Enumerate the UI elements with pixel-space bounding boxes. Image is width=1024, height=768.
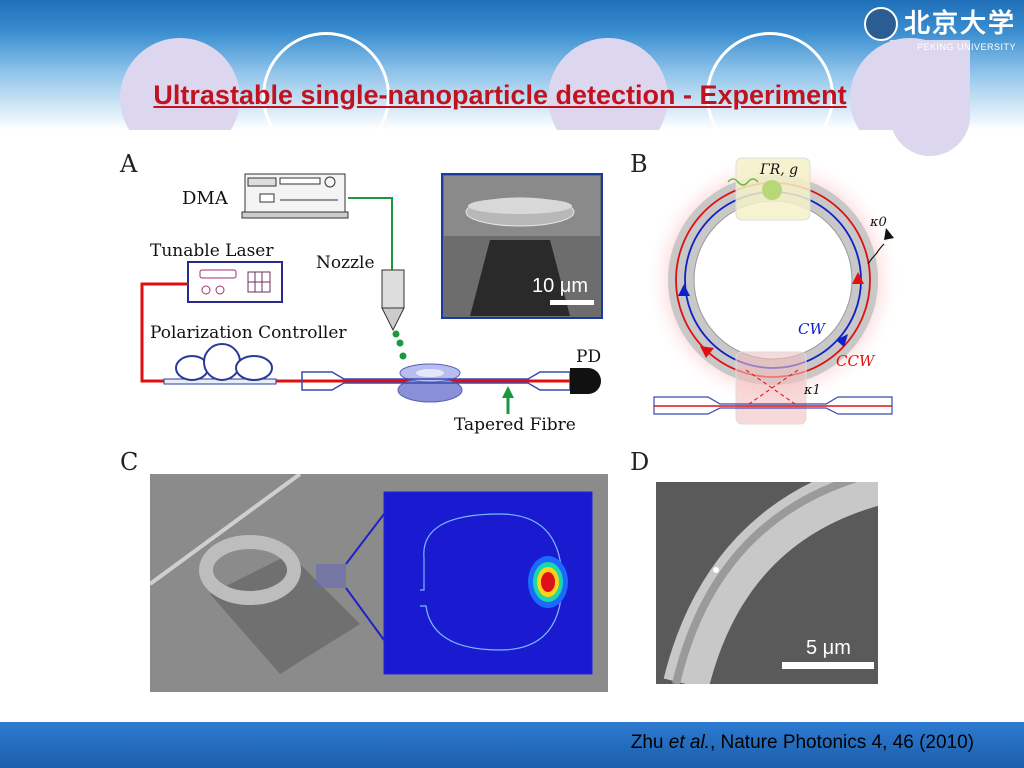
ccw-arrow-icon bbox=[852, 272, 864, 284]
citation-author: Zhu bbox=[630, 732, 664, 753]
slide-title: Ultrastable single-nanoparticle detectio… bbox=[153, 80, 847, 110]
ring-inner bbox=[693, 200, 853, 360]
d-scale-label: 5 μm bbox=[806, 637, 851, 659]
decor-circle bbox=[548, 38, 668, 130]
citation-etal: et al. bbox=[668, 732, 710, 753]
laser-red-path bbox=[140, 282, 570, 383]
loss-arrow-icon bbox=[884, 228, 894, 240]
tunable-laser-label: Tunable Laser bbox=[150, 241, 274, 261]
seal-icon bbox=[863, 7, 898, 41]
nanoparticle bbox=[762, 180, 782, 200]
panel-b-diagram: ΓR, g κ0 CW CCW κ1 bbox=[648, 152, 898, 425]
pd-label: PD bbox=[576, 347, 601, 367]
gamma-label: ΓR, g bbox=[759, 162, 798, 178]
coupling-region bbox=[735, 351, 807, 425]
ccw-label: CCW bbox=[836, 352, 876, 370]
cw-label: CW bbox=[798, 320, 826, 338]
panel-d-image: 5 μm bbox=[656, 482, 878, 684]
panel-b-label: B bbox=[630, 150, 648, 178]
photodetector-icon bbox=[570, 368, 601, 394]
loss-wave-icon bbox=[867, 243, 885, 265]
emission-wave-icon bbox=[727, 178, 759, 186]
dma-green-line bbox=[348, 197, 393, 270]
particle-dot bbox=[392, 330, 400, 338]
decor-circle-lower bbox=[890, 40, 970, 156]
cw-arrow-icon bbox=[836, 334, 848, 347]
kappa0-label: κ0 bbox=[869, 215, 887, 230]
tunable-laser-device bbox=[187, 261, 283, 303]
sem-scale-label: 10 μm bbox=[532, 275, 588, 297]
citation: Zhu et al., Nature Photonics 4, 46 (2010… bbox=[631, 732, 974, 754]
coupling-dash bbox=[745, 369, 799, 407]
university-logo: 北京大学 PEKING UNIVERSITY bbox=[863, 4, 1016, 52]
panel-c-label: C bbox=[120, 448, 139, 476]
panel-a-diagram: 10 μm DMA Tunable Laser Nozzle Polarizat… bbox=[140, 173, 603, 435]
logo-english: PEKING UNIVERSITY bbox=[916, 42, 1016, 52]
ccw-arrow-icon bbox=[700, 346, 714, 358]
polarization-controller-label: Polarization Controller bbox=[150, 323, 347, 343]
bus-waveguide bbox=[653, 396, 893, 415]
nozzle-label: Nozzle bbox=[316, 253, 375, 273]
toroid-resonator bbox=[397, 363, 463, 403]
dma-label: DMA bbox=[182, 188, 229, 209]
panel-d-label: D bbox=[630, 448, 650, 476]
polarization-controller-device bbox=[163, 343, 277, 385]
tapered-fibre-label: Tapered Fibre bbox=[454, 415, 576, 435]
fibre-arrow-icon bbox=[502, 386, 514, 414]
decor-circle bbox=[120, 38, 240, 130]
footer-bar bbox=[0, 722, 1024, 768]
dma-device bbox=[241, 173, 349, 219]
panel-a-label: A bbox=[120, 150, 138, 178]
logo-chinese: 北京大学 bbox=[903, 9, 1016, 39]
toroid-sem-image bbox=[441, 173, 603, 319]
kappa1-label: κ1 bbox=[803, 383, 821, 398]
particle-dot bbox=[399, 352, 407, 360]
citation-rest: , Nature Photonics 4, 46 (2010) bbox=[709, 732, 974, 753]
particle-dot bbox=[396, 339, 404, 347]
cw-arrow-icon bbox=[678, 284, 690, 296]
panel-c-image bbox=[150, 474, 608, 692]
nozzle-device bbox=[381, 269, 405, 332]
